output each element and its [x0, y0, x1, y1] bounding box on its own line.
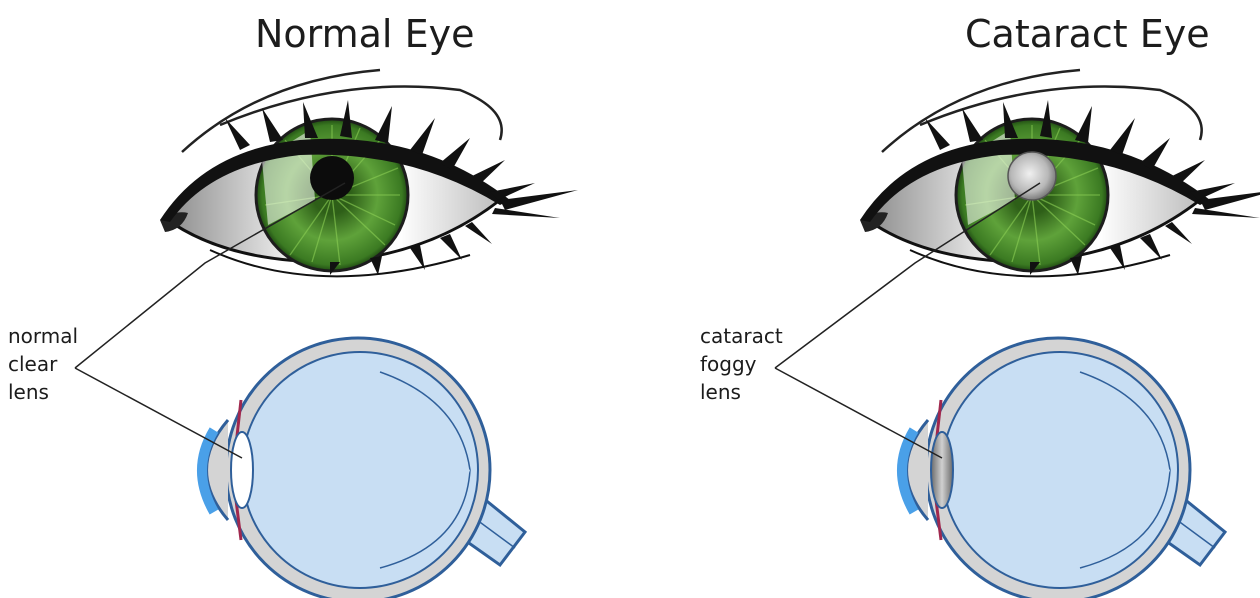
normal-clear-lens	[231, 432, 253, 508]
normal-pupil	[310, 156, 354, 200]
cataract-external-eye	[860, 70, 1260, 276]
cataract-leader-lower	[775, 368, 942, 458]
cataract-foggy-lens	[931, 432, 953, 508]
cataract-cloudy-pupil	[1008, 152, 1056, 200]
normal-external-eye	[160, 70, 578, 276]
normal-leader-lower	[75, 368, 242, 458]
